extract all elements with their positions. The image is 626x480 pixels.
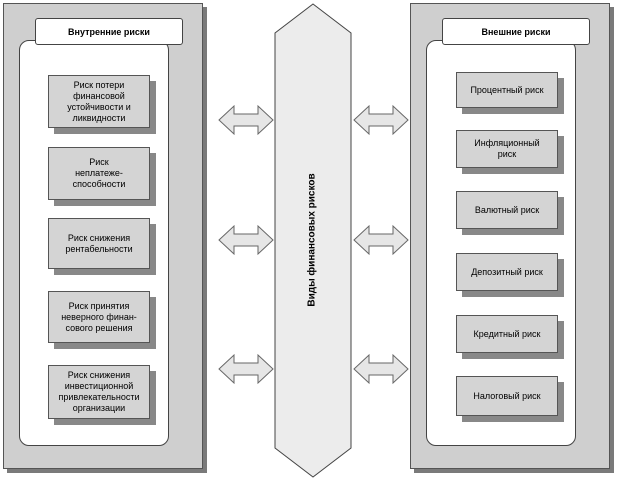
- label-line: Процентный риск: [470, 84, 544, 95]
- risk-label: Процентный риск: [470, 85, 543, 96]
- label-line: Депозитный риск: [471, 266, 543, 277]
- label-line: финансовой: [73, 90, 125, 101]
- risk-label: Депозитный риск: [471, 267, 543, 278]
- label-line: Риск принятия: [68, 300, 130, 311]
- label-line: Риск снижения: [67, 370, 131, 380]
- external-risk-box-4: Депозитный риск: [456, 253, 558, 291]
- external-risk-box-6: Налоговый риск: [456, 376, 558, 416]
- label-line: привлекательности: [58, 392, 140, 402]
- label-line: рентабельности: [65, 243, 133, 254]
- double-arrow-icon: [218, 224, 274, 256]
- external-risk-box-5: Кредитный риск: [456, 315, 558, 353]
- label-line: Кредитный риск: [473, 328, 541, 339]
- risk-label: Валютный риск: [475, 205, 539, 216]
- label-line: неплатеже-: [75, 168, 123, 178]
- double-arrow-icon: [353, 224, 409, 256]
- risk-label: Налоговый риск: [473, 391, 540, 402]
- label-line: риск: [497, 149, 517, 159]
- label-line: Риск: [89, 157, 109, 167]
- external-risk-box-1: Процентный риск: [456, 72, 558, 108]
- external-risks-panel: Внешние риски Процентный риск Инфляционн…: [410, 3, 610, 469]
- label-line: Риск снижения: [67, 232, 131, 243]
- label-line: Инфляционный: [474, 138, 540, 148]
- label-line: Налоговый риск: [473, 390, 541, 401]
- label-line: устойчивости и: [67, 101, 131, 112]
- double-arrow-icon: [353, 353, 409, 385]
- risk-label: Кредитный риск: [474, 329, 541, 340]
- internal-risks-title: Внутренние риски: [35, 18, 183, 45]
- double-arrow-icon: [218, 104, 274, 136]
- label-line: неверного финан-: [61, 311, 137, 322]
- external-risk-box-3: Валютный риск: [456, 191, 558, 229]
- label-line: организации: [72, 403, 126, 413]
- label-line: инвестиционной: [64, 381, 134, 391]
- label-line: сового решения: [65, 322, 133, 333]
- label-line: Валютный риск: [474, 204, 540, 215]
- label-line: Риск потери: [73, 79, 125, 90]
- center-label: Виды финансовых рисков: [306, 173, 318, 307]
- center-column-shape: [274, 3, 352, 478]
- double-arrow-icon: [353, 104, 409, 136]
- double-arrow-icon: [218, 353, 274, 385]
- label-line: ликвидности: [72, 112, 126, 123]
- label-line: способности: [72, 179, 126, 189]
- external-risks-title: Внешние риски: [442, 18, 590, 45]
